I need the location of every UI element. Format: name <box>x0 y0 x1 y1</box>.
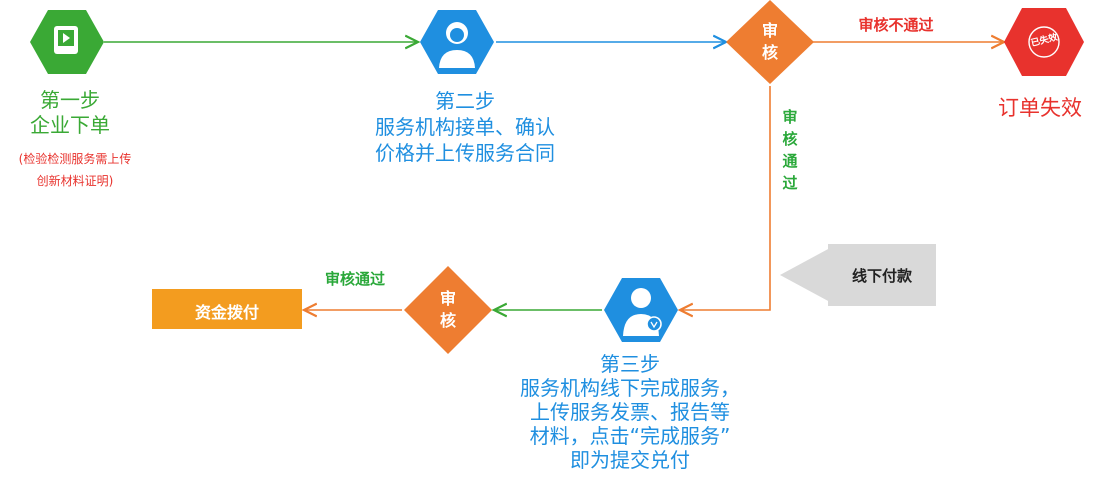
step2-description: 第二步 服务机构接单、确认 价格并上传服务合同 <box>375 89 555 165</box>
offline-payment-box: 线下付款 <box>828 244 936 306</box>
step1-title: 第一步 企业下单 <box>30 88 110 137</box>
review-rejected-label: 审核不通过 <box>858 16 934 34</box>
order-failed-icon <box>1004 8 1084 76</box>
step2-icon <box>420 10 494 74</box>
step1-icon <box>30 10 104 74</box>
order-failed-label: 订单失效 <box>998 96 1082 120</box>
review-diamond-bottom <box>404 266 492 354</box>
offline-payment-arrow <box>780 248 830 302</box>
review-diamond-top-label: 审 核 <box>761 21 778 62</box>
review-diamond-bottom-label: 审 核 <box>439 289 456 330</box>
offline-payment-label: 线下付款 <box>851 267 912 285</box>
funding-box: 资金拨付 <box>152 289 302 329</box>
step1-note: (检验检测服务需上传 创新材料证明) <box>18 152 132 188</box>
arrow-review-to-step3 <box>680 86 771 310</box>
review-passed-vertical-label: 审 核 通 过 <box>782 108 798 192</box>
review-diamond-top <box>726 0 814 84</box>
review-passed-horizontal-label: 审核通过 <box>324 270 385 288</box>
funding-label: 资金拨付 <box>194 303 259 322</box>
step3-icon <box>604 278 678 342</box>
step3-description: 第三步 服务机构线下完成服务， 上传服务发票、报告等 材料，点击“完成服务” 即… <box>520 352 740 472</box>
